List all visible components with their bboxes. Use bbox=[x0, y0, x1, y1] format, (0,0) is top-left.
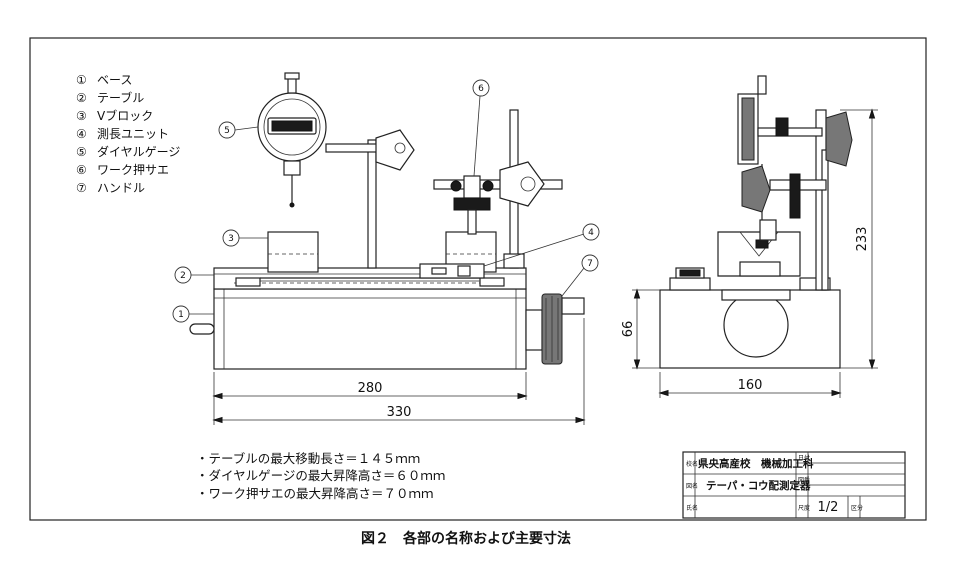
balloon-2 bbox=[174, 266, 192, 284]
tb-drawing-label: 図名 bbox=[686, 482, 698, 490]
legend-num-1: ① bbox=[76, 73, 87, 87]
balloon-6 bbox=[472, 79, 490, 97]
dim-66-text: 66 bbox=[621, 321, 636, 338]
tb-name-label: 氏名 bbox=[686, 504, 698, 512]
balloon-1-text: 1 bbox=[178, 310, 184, 320]
v-block-left bbox=[267, 231, 319, 273]
legend-label-5: ダイヤルゲージ bbox=[97, 144, 180, 159]
spec-notes: ・テーブルの最大移動長さ＝１４５ｍｍ ・ダイヤルゲージの最大昇降高さ＝６０ｍｍ … bbox=[196, 451, 445, 501]
drawing-frame bbox=[29, 37, 927, 521]
note-clamp-lift: ・ワーク押サエの最大昇降高さ＝７０ｍｍ bbox=[196, 486, 434, 501]
tb-category-label: 区分 bbox=[851, 504, 863, 512]
legend-num-3: ③ bbox=[76, 109, 87, 123]
tb-school-label: 校名 bbox=[686, 460, 698, 468]
dim-233-text: 233 bbox=[855, 227, 870, 252]
figure-caption: 図２ 各部の名称および主要寸法 bbox=[361, 530, 571, 547]
balloon-1 bbox=[172, 305, 190, 323]
legend-num-2: ② bbox=[76, 91, 87, 105]
measuring-unit bbox=[419, 263, 485, 279]
legend-num-6: ⑥ bbox=[76, 163, 87, 177]
balloon-4 bbox=[582, 223, 600, 241]
front-view: 1 2 3 4 5 6 7 280 330 bbox=[172, 72, 600, 425]
base-block bbox=[213, 288, 527, 370]
tb-school: 県央高産校 機械加工科 bbox=[698, 457, 814, 470]
tb-drawing: テーパ・コウ配測定器 bbox=[706, 479, 811, 492]
balloon-4-text: 4 bbox=[588, 228, 594, 238]
dim-160-text: 160 bbox=[738, 378, 763, 393]
handle-hub bbox=[525, 309, 543, 351]
clamp-arm bbox=[433, 179, 563, 190]
dim-280-text: 280 bbox=[358, 381, 383, 396]
balloon-2-text: 2 bbox=[180, 271, 186, 281]
note-gauge-lift: ・ダイヤルゲージの最大昇降高さ＝６０ｍｍ bbox=[196, 468, 445, 483]
parts-legend: ① ベース ② テーブル ③ Vブロック ④ 測長ユニット ⑤ ダイヤルゲージ … bbox=[76, 73, 180, 195]
legend-label-6: ワーク押サエ bbox=[97, 163, 169, 177]
legend-num-5: ⑤ bbox=[76, 145, 87, 159]
balloon-5-text: 5 bbox=[224, 126, 230, 136]
balloon-6-text: 6 bbox=[478, 84, 484, 94]
tb-date-label: 日付 bbox=[798, 454, 810, 462]
legend-label-7: ハンドル bbox=[97, 181, 145, 195]
balloon-3-text: 3 bbox=[228, 234, 234, 244]
gauge-pillar bbox=[367, 139, 377, 269]
legend-label-4: 測長ユニット bbox=[97, 127, 169, 141]
balloon-3 bbox=[222, 229, 240, 247]
title-block: 校名 県央高産校 機械加工科 日付 図名 テーパ・コウ配測定器 図番 氏名 尺度… bbox=[682, 451, 906, 519]
legend-label-2: テーブル bbox=[97, 90, 144, 105]
balloon-5 bbox=[218, 121, 236, 139]
balloon-7-text: 7 bbox=[587, 259, 593, 269]
side-gauge-knob bbox=[825, 111, 853, 167]
left-pin bbox=[189, 323, 215, 335]
legend-label-3: Vブロック bbox=[97, 108, 153, 123]
side-view: 160 66 233 bbox=[621, 75, 878, 398]
balloon-7 bbox=[581, 254, 599, 272]
legend-label-1: ベース bbox=[97, 73, 132, 87]
legend-num-4: ④ bbox=[76, 127, 87, 141]
tb-number-label: 図番 bbox=[798, 477, 810, 484]
note-table-travel: ・テーブルの最大移動長さ＝１４５ｍｍ bbox=[196, 451, 420, 466]
legend-num-7: ⑦ bbox=[76, 181, 87, 195]
tb-scale-label: 尺度 bbox=[798, 504, 810, 512]
tb-scale: 1/2 bbox=[818, 500, 839, 515]
side-handle-disc bbox=[723, 292, 789, 358]
dim-330-text: 330 bbox=[387, 405, 412, 420]
